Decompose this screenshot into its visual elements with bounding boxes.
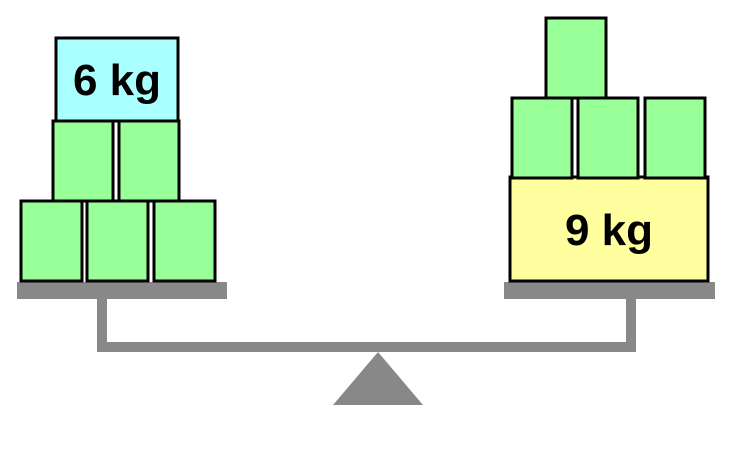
- balance-beam: [97, 342, 636, 352]
- unknown-block: [85, 199, 150, 283]
- left-known-weight: [54, 36, 180, 123]
- fulcrum-triangle: [333, 352, 423, 405]
- left-pan-contents: 6 kg: [19, 36, 217, 283]
- unknown-block: [51, 119, 115, 203]
- right-known-weight: [508, 175, 710, 283]
- unknown-block: [19, 199, 84, 283]
- unknown-block: [576, 96, 640, 180]
- unknown-block: [117, 119, 181, 203]
- right-pan-contents: 9 kg: [508, 16, 710, 283]
- right-pan-tray: [504, 282, 715, 299]
- unknown-block: [510, 96, 574, 180]
- left-known-weight-label: 6 kg: [73, 56, 161, 105]
- left-pan-tray: [17, 282, 227, 299]
- unknown-block: [152, 199, 217, 283]
- right-pan-post: [626, 299, 636, 352]
- left-pan-post: [97, 299, 107, 352]
- balance-frame: [17, 282, 715, 405]
- right-known-weight-label: 9 kg: [565, 206, 653, 255]
- unknown-block: [544, 16, 608, 100]
- unknown-block: [643, 96, 707, 180]
